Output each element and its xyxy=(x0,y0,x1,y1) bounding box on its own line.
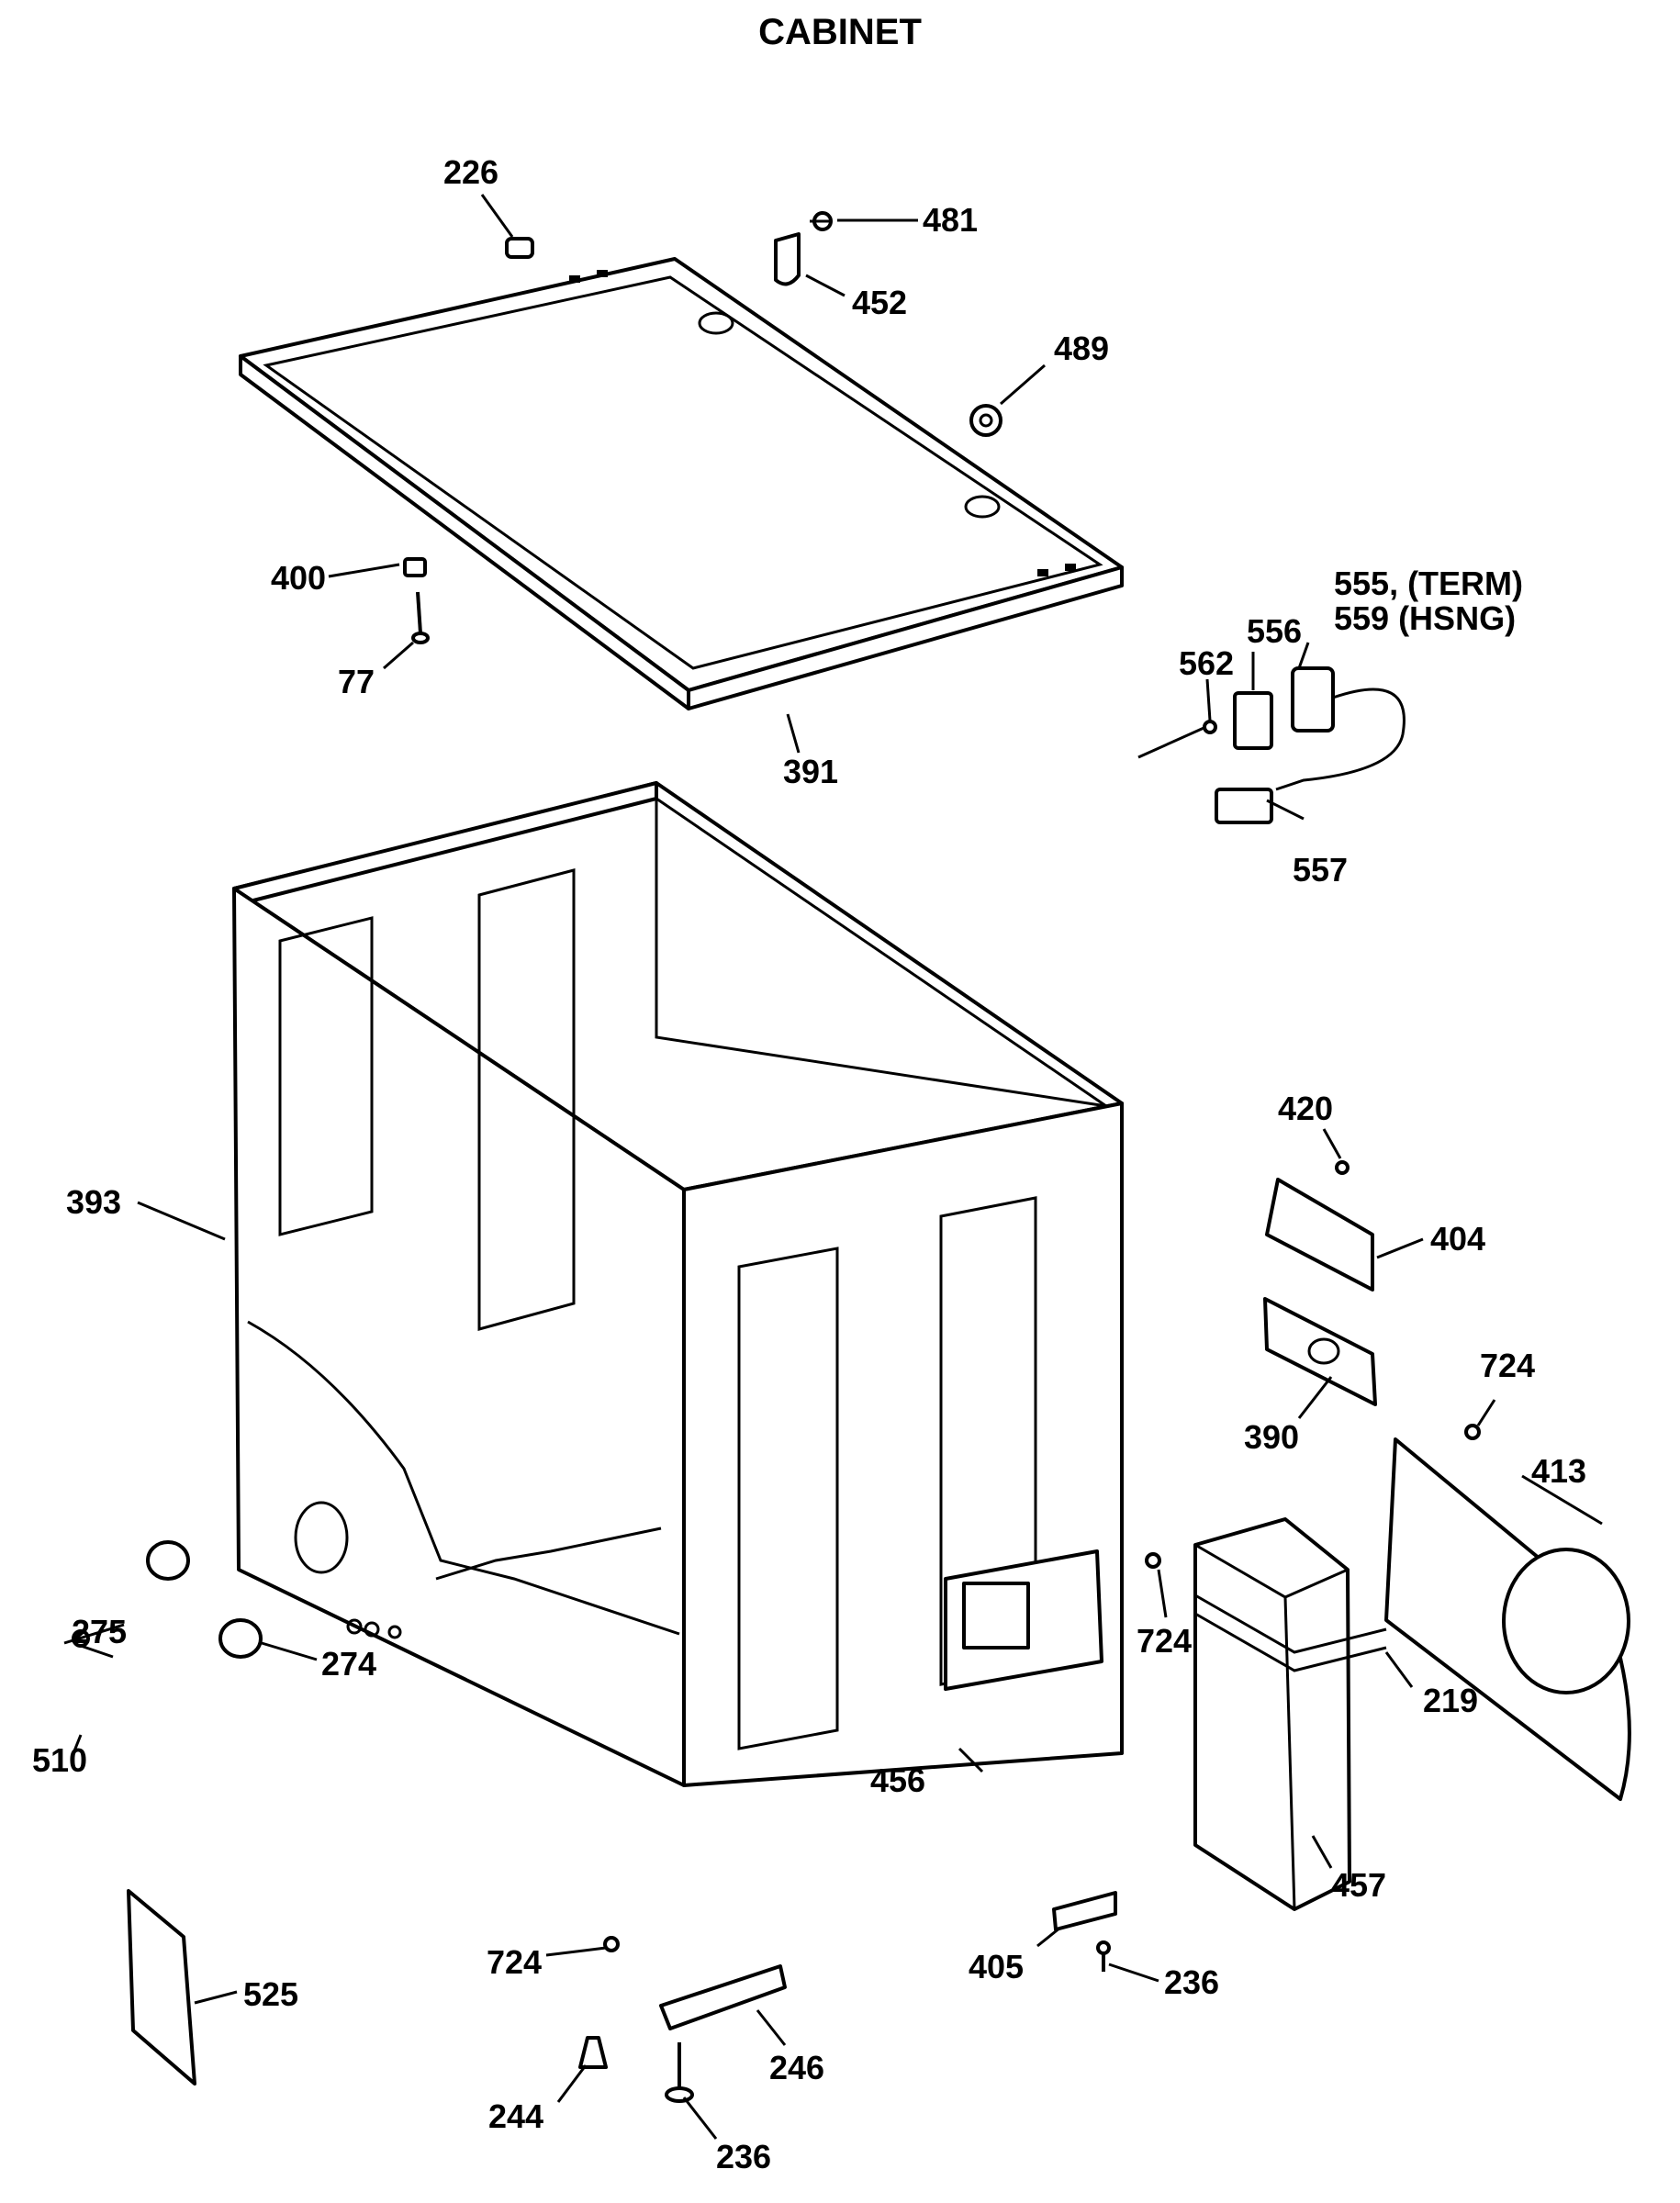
cabinet-body xyxy=(232,781,1124,1787)
part-420-screw xyxy=(1335,1160,1350,1175)
callout-555: 555, (TERM) xyxy=(1334,565,1523,602)
callout-390: 390 xyxy=(1244,1418,1299,1456)
callout-236-a: 236 xyxy=(1164,1963,1219,2001)
callout-labels: 226 481 452 489 400 77 391 555, (TERM) 5… xyxy=(32,153,1586,2175)
callout-452: 452 xyxy=(852,284,907,321)
callout-557: 557 xyxy=(1293,851,1348,889)
part-244-foot xyxy=(578,2036,608,2069)
callout-481: 481 xyxy=(923,201,978,239)
part-405-bracket xyxy=(1052,1891,1117,1931)
part-481-screw xyxy=(810,211,833,231)
part-274-cam xyxy=(218,1618,263,1659)
part-489-nut xyxy=(969,404,1002,437)
part-724-screw-b xyxy=(1145,1552,1161,1569)
callout-457: 457 xyxy=(1331,1866,1386,1904)
callout-562: 562 xyxy=(1179,644,1234,682)
callout-456: 456 xyxy=(870,1761,925,1799)
part-452-bracket xyxy=(774,232,801,286)
part-404-cover xyxy=(1265,1178,1374,1292)
callout-226: 226 xyxy=(443,153,498,191)
callout-420: 420 xyxy=(1278,1090,1333,1127)
callout-393: 393 xyxy=(66,1183,121,1221)
callout-219: 219 xyxy=(1423,1682,1478,1719)
callout-413: 413 xyxy=(1531,1452,1586,1490)
part-226-clip xyxy=(505,237,534,259)
callout-244: 244 xyxy=(488,2097,543,2135)
part-525-literature xyxy=(127,1889,196,2086)
callout-559: 559 (HSNG) xyxy=(1334,599,1516,637)
callout-77: 77 xyxy=(338,663,375,700)
part-413-panel xyxy=(1384,1437,1631,1801)
callout-236-b: 236 xyxy=(716,2138,771,2175)
callout-510: 510 xyxy=(32,1741,87,1779)
part-219-strap xyxy=(1194,1594,1387,1672)
part-724-screw-c xyxy=(603,1936,620,1952)
part-246-rail xyxy=(659,1964,787,2030)
callout-274: 274 xyxy=(321,1645,376,1683)
callout-724-b: 724 xyxy=(1137,1622,1192,1660)
part-236-leveling-leg-a xyxy=(665,2042,694,2103)
part-275-cam xyxy=(146,1540,190,1581)
leader-lines xyxy=(72,194,1603,2140)
callout-405: 405 xyxy=(969,1948,1024,1985)
top-cover xyxy=(239,257,1124,710)
part-77-screw xyxy=(411,591,430,644)
diagram-title: CABINET xyxy=(758,12,922,52)
callout-556: 556 xyxy=(1247,612,1302,650)
callout-246: 246 xyxy=(769,2049,824,2086)
callout-400: 400 xyxy=(271,559,326,597)
part-457-box xyxy=(1193,1517,1351,1911)
callout-489: 489 xyxy=(1054,330,1109,367)
callout-275: 275 xyxy=(72,1613,127,1650)
part-510-screw xyxy=(63,1623,125,1648)
callout-391: 391 xyxy=(783,753,838,790)
part-724-screw-a xyxy=(1464,1424,1481,1440)
callout-724-c: 724 xyxy=(487,1943,542,1981)
part-236-leveling-leg-b xyxy=(1096,1940,1111,1972)
part-400-clip xyxy=(403,557,427,577)
power-cord-assembly xyxy=(1137,666,1406,824)
callout-525: 525 xyxy=(243,1975,298,2013)
callout-724-a: 724 xyxy=(1480,1347,1535,1384)
callout-404: 404 xyxy=(1430,1220,1485,1258)
part-390-plate xyxy=(1263,1297,1377,1406)
